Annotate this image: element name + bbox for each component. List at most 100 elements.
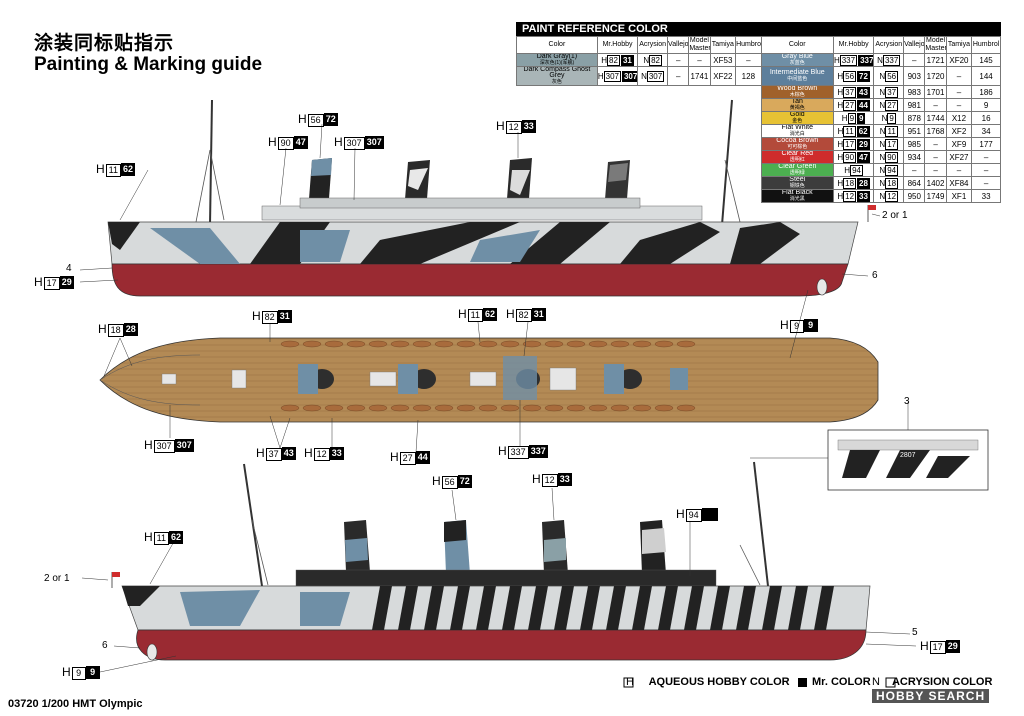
lifeboat (522, 404, 542, 412)
acrysion-legend-box (885, 677, 896, 688)
paint-code-mm: 1701 (924, 85, 947, 99)
main-mast (721, 99, 733, 226)
dazzle-stripe (736, 586, 756, 630)
part-number-3: 3 (904, 396, 910, 407)
dazzle-stripe (398, 586, 418, 630)
lifeboat (456, 340, 476, 348)
lifeboat (610, 340, 630, 348)
lifeboat (478, 340, 498, 348)
lifeboat (324, 340, 344, 348)
paint-code-humbrol: 33 (971, 189, 1001, 203)
lifeboat (544, 404, 564, 412)
paint-code-mm: – (924, 163, 947, 177)
title-chinese: 涂装同标贴指示 (34, 33, 175, 54)
dazzle-stripe (450, 586, 470, 630)
lifeboat (632, 340, 652, 348)
legend-mr-color: Mr. COLOR (812, 676, 871, 688)
paint-table-header: PAINT REFERENCE COLOR (516, 22, 1001, 36)
dazzle-stripe (372, 586, 392, 630)
lifeboat (566, 340, 586, 348)
lifeboat (500, 404, 520, 412)
lower-hull (111, 263, 849, 297)
paint-code-mm: 1741 (688, 66, 711, 86)
lifeboat (654, 404, 674, 412)
fore-mast (209, 99, 213, 226)
dazzle-stripe (788, 586, 808, 630)
lifeboat (588, 340, 608, 348)
aqueous-legend-box (623, 677, 634, 688)
dazzle-stripe (554, 586, 574, 630)
paint-code-mm: 1768 (924, 124, 947, 138)
paint-color-swatch: Dark Gray(1)深灰色(1)(军舰) (516, 53, 598, 67)
title-english: Painting & Marking guide (34, 54, 263, 75)
dazzle-stripe (658, 586, 678, 630)
dazzle-stripe (424, 586, 444, 630)
paint-col-header: Model Master (688, 36, 711, 54)
legend-aqueous: H AQUEOUS HOBBY COLOR (626, 676, 790, 688)
dazzle-stripe (632, 586, 652, 630)
lifeboat (632, 404, 652, 412)
lifeboat (500, 340, 520, 348)
dazzle-stripe (502, 586, 522, 630)
lifeboat (676, 404, 696, 412)
lifeboat (280, 340, 300, 348)
side-view-starboard (79, 99, 881, 321)
part-number-6-top: 6 (872, 270, 878, 281)
lifeboat (280, 404, 300, 412)
lifeboat (412, 340, 432, 348)
part-number-4: 4 (66, 263, 72, 274)
dazzle-stripe (606, 586, 626, 630)
part-number-5: 5 (912, 627, 918, 638)
main-mast-port (753, 461, 769, 587)
lifeboat (654, 340, 674, 348)
part-number-flag-port: 2 or 1 (44, 573, 70, 584)
mr-color-legend-box (798, 678, 807, 687)
lifeboat (456, 404, 476, 412)
decal-number: 2807 (900, 452, 916, 459)
lifeboat (566, 404, 586, 412)
dazzle-stripe (476, 586, 496, 630)
lifeboat (434, 404, 454, 412)
lifeboat (324, 404, 344, 412)
lifeboat (368, 404, 388, 412)
lifeboat (302, 340, 322, 348)
dazzle-stripe (580, 586, 600, 630)
dazzle-stripe (762, 586, 782, 630)
paint-code-mm: 1720 (924, 66, 947, 86)
paint-code-humbrol: 186 (971, 85, 1001, 99)
lifeboat (390, 340, 410, 348)
